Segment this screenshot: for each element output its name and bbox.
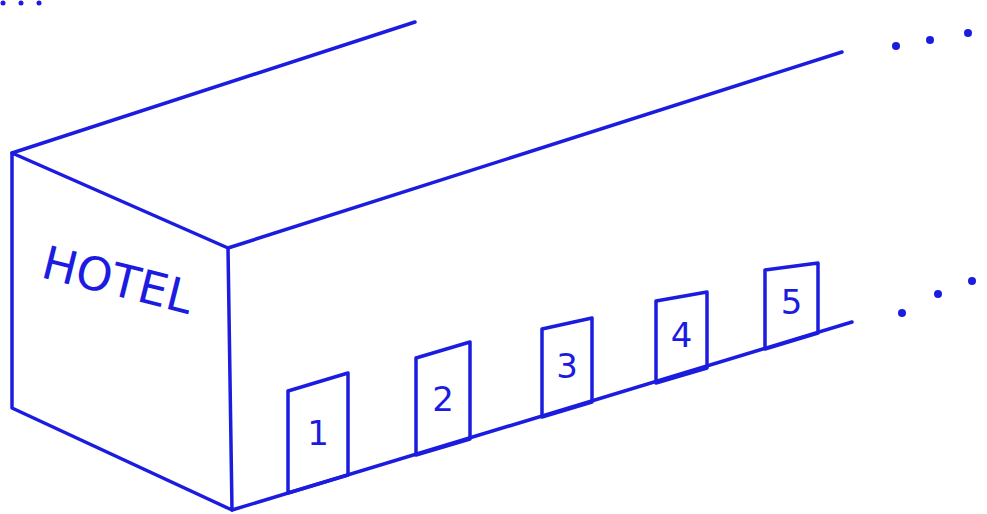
door-outline-shape [765,263,818,349]
ellipsis-dot [926,36,934,44]
ellipsis-dot [934,290,942,298]
roof-back-edge [12,22,415,153]
door-outline-shape [416,342,470,455]
ellipsis-dot [1,1,6,6]
door: 4 [656,292,707,383]
ellipsis-dot [19,1,24,6]
roof-front-edge [228,52,842,248]
ellipsis-dot [968,277,976,285]
ellipsis-dot [898,309,906,317]
room-number: 3 [556,349,578,383]
door: 2 [416,342,470,455]
hotel-front-face [12,153,232,510]
door: 1 [288,373,348,493]
room-number: 4 [671,318,693,352]
door-outline-shape [542,318,592,417]
door-outline-shape [288,373,348,493]
room-number: 2 [432,382,454,416]
door: 5 [765,263,818,349]
room-number: 1 [307,416,329,450]
ellipsis-dot [37,1,42,6]
ellipsis-dot [964,29,972,37]
door-outline-shape [656,292,707,383]
ellipsis-dot [892,42,900,50]
hotel-sign: HOTEL [38,239,198,321]
room-number: 5 [781,285,803,319]
door: 3 [542,318,592,417]
